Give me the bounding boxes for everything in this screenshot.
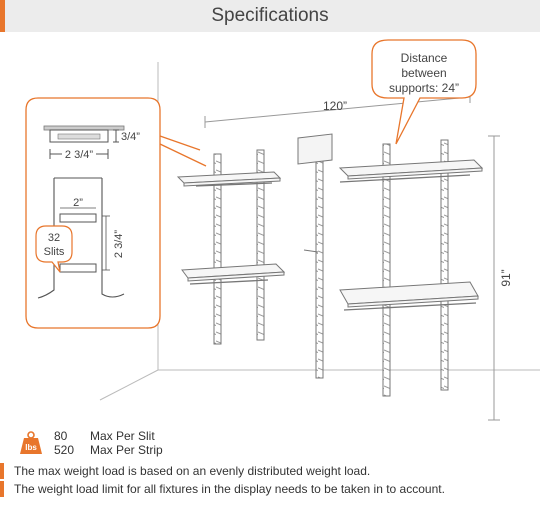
callout-line-2: between [401,66,446,80]
page-title: Specifications [211,5,329,26]
strip-front-view [37,177,125,299]
hang-rails [189,174,477,311]
note-accent [0,481,4,497]
width-label: 120” [323,99,347,113]
shelves [176,159,484,308]
strip-width-label: 2 3/4” [65,149,93,161]
slit-weight-row: 80 Max Per Slit [54,429,155,443]
strip-weight-label: Max Per Strip [90,443,163,457]
strip-depth-label: 3/4” [121,131,140,143]
weight-icon-text: lbs [25,443,37,452]
distance-callout: Distance between supports: 24” [371,39,477,145]
shelving-diagram: 120” 91” Distance between supports: 24” [25,39,540,421]
height-dimension [488,135,500,421]
header-bar: Specifications [0,0,540,32]
strip-weight-row: 520 Max Per Strip [54,443,163,457]
width-label-bg [62,148,96,160]
slit-weight-value: 80 [54,429,68,443]
note-text: The weight load limit for all fixtures i… [14,482,445,496]
weight-icon: lbs [20,431,42,454]
slits-word: Slits [44,246,65,258]
callout-line-3: supports: 24” [389,81,459,95]
slot-spacing-label: 2 3/4” [113,230,125,258]
height-label: 91” [499,269,513,286]
callout-line-1: Distance [401,51,448,65]
hook-arm [303,249,319,253]
slits-bubble [35,225,73,273]
slot-width-label: 2” [73,197,83,209]
note-text: The max weight load is based on an evenl… [14,464,371,478]
sign-holder [297,133,333,165]
note-line: The weight load limit for all fixtures i… [0,480,540,498]
notes: The max weight load is based on an evenl… [0,462,540,498]
note-line: The max weight load is based on an evenl… [0,462,540,480]
strip-weight-value: 520 [54,443,75,457]
strip-top-view [43,125,125,159]
header-accent [0,0,5,32]
note-accent [0,463,4,479]
slits-count: 32 [48,232,60,244]
slit-weight-label: Max Per Slit [90,429,155,443]
